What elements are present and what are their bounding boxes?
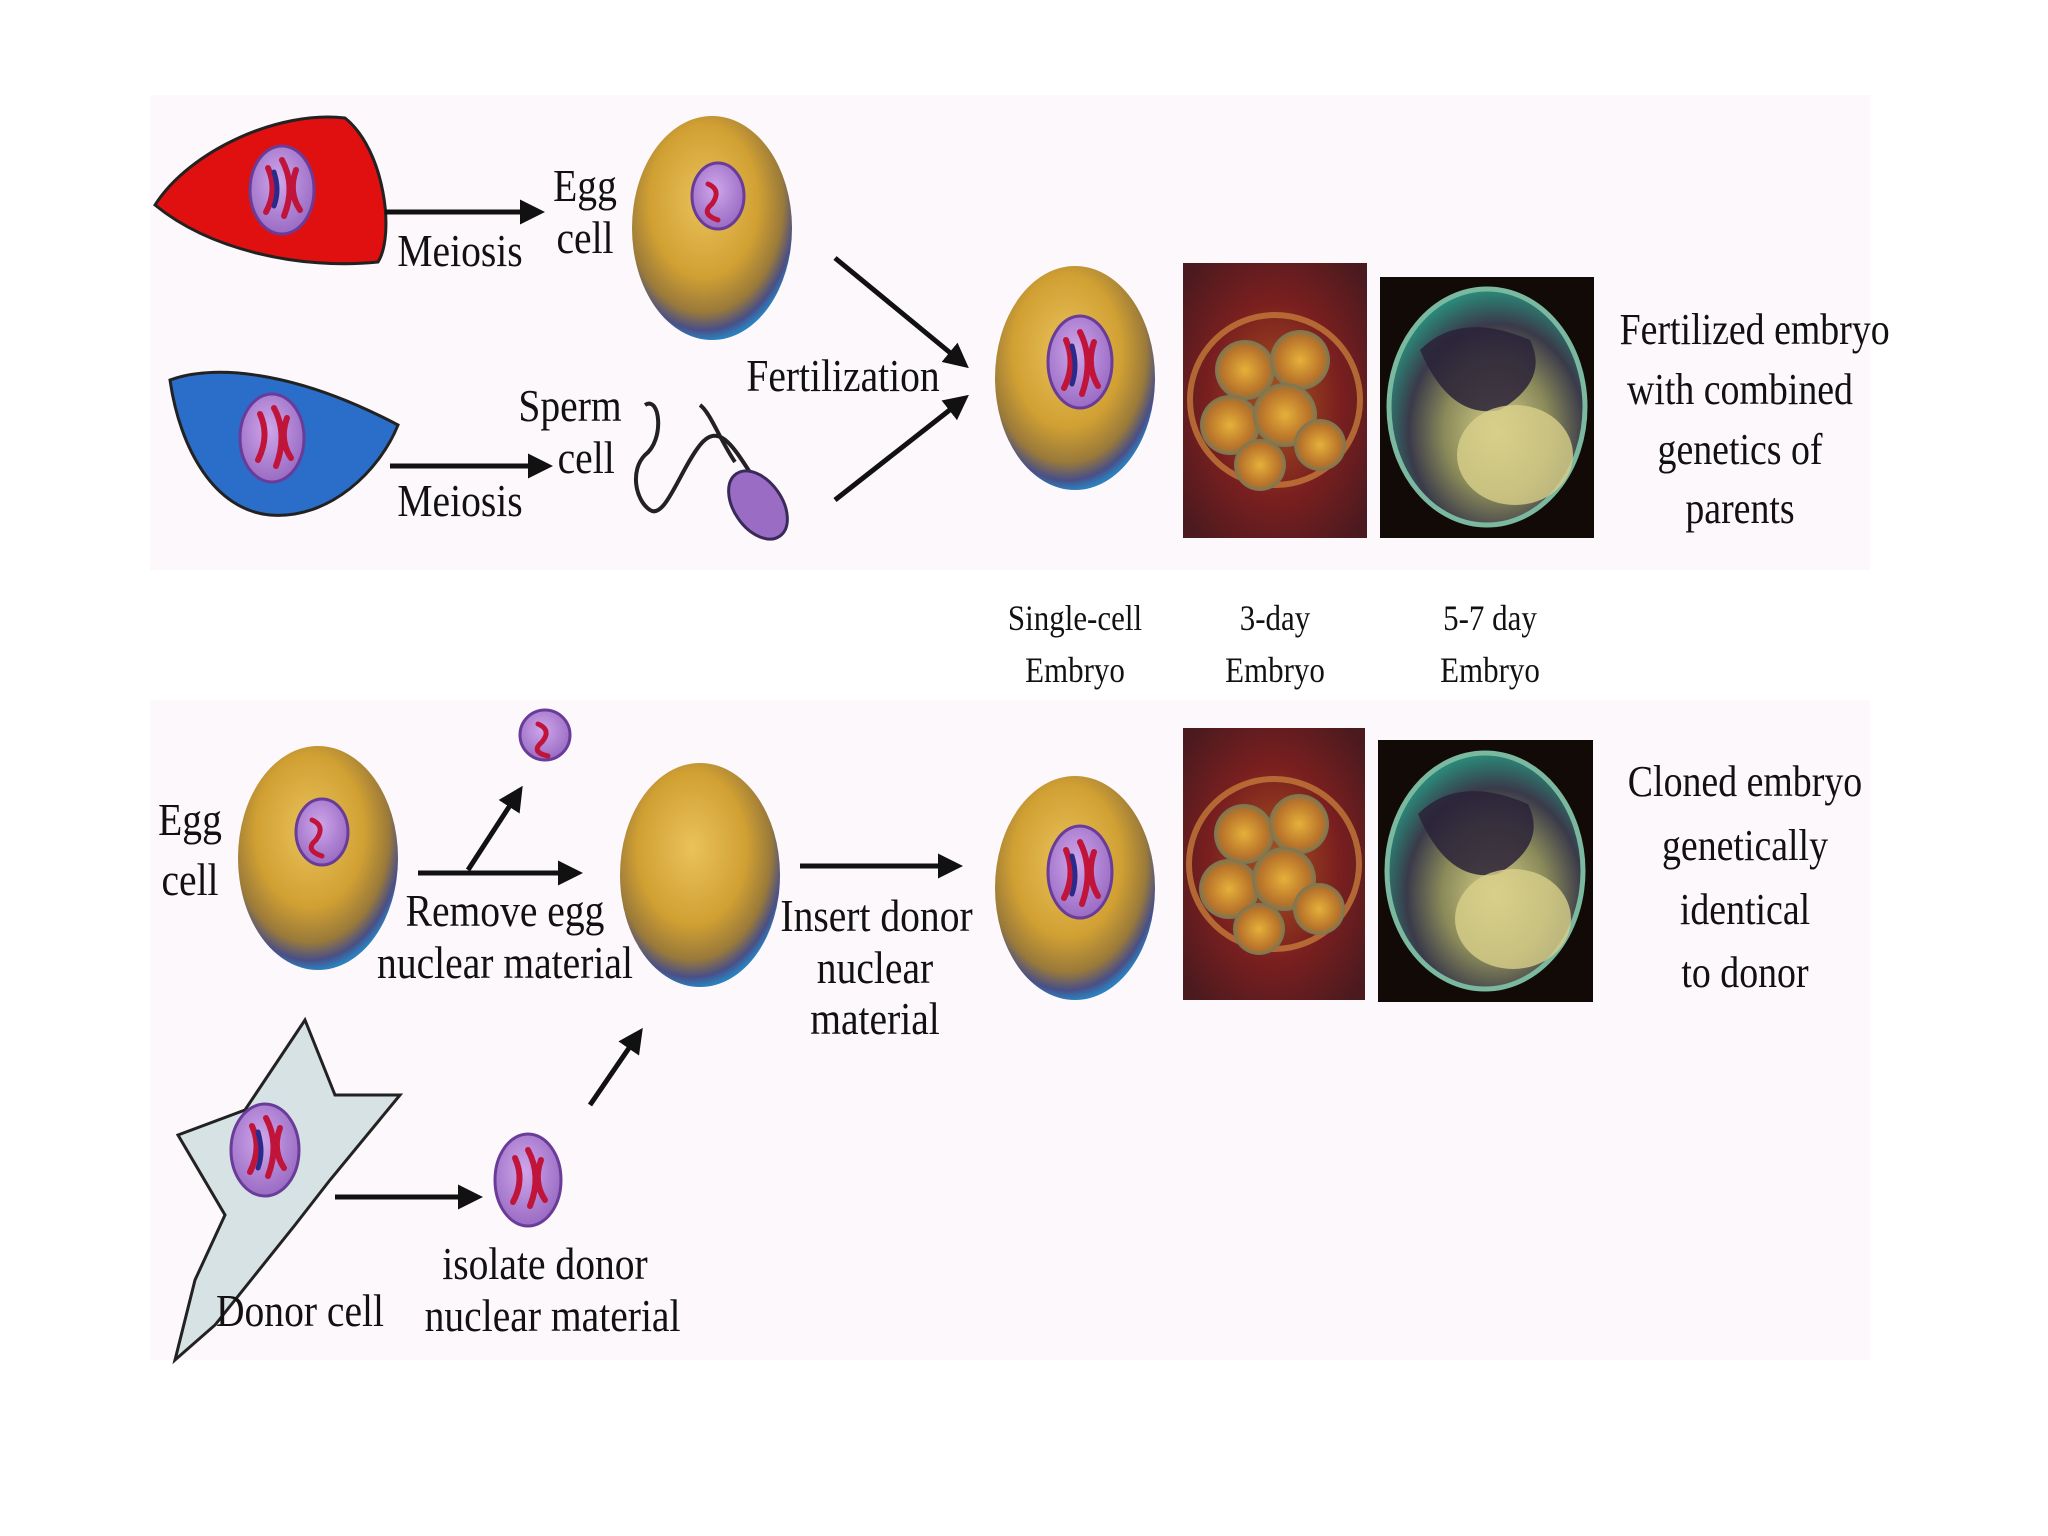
photo-5-7-day-embryo-fertilized: [1380, 277, 1594, 538]
fertilization-arrow-egg: [833, 256, 969, 369]
transfer-nucleus-arrow: [587, 1027, 643, 1107]
fertilized-embryo-caption: Fertilized embryo with combined genetics…: [1619, 305, 1890, 534]
insert-donor-label: Insert donor nuclear material: [780, 890, 973, 1045]
isolated-donor-nucleus: [493, 1132, 563, 1228]
egg-cell-top: [632, 116, 792, 340]
egg-cell-clone: [238, 746, 398, 970]
donor-cell: [172, 1016, 404, 1365]
meiosis-label-bottom: Meiosis: [397, 475, 523, 526]
photo-3-day-embryo-fertilized: [1183, 263, 1367, 538]
removed-egg-nucleus: [518, 708, 572, 762]
donor-cell-label: Donor cell: [215, 1285, 385, 1336]
single-cell-embryo-fertilized: [995, 266, 1155, 490]
photo-3-day-embryo-cloned: [1183, 728, 1365, 1000]
meiosis-label-top: Meiosis: [397, 225, 523, 276]
remove-nucleus-arrow-up: [465, 785, 523, 872]
single-cell-embryo-cloned: [995, 776, 1155, 1000]
sperm-cell: [633, 401, 789, 541]
female-parent-cell: [153, 115, 388, 266]
male-parent-cell: [168, 370, 400, 517]
fertilization-label: Fertilization: [746, 350, 940, 401]
enucleated-egg-cell: [620, 763, 780, 987]
bottom-panel-background: [150, 700, 1870, 1360]
cloned-embryo-caption: Cloned embryo genetically identical to d…: [1627, 757, 1863, 998]
fertilization-arrow-sperm: [833, 394, 969, 502]
photo-5-7-day-embryo-cloned: [1378, 740, 1593, 1002]
